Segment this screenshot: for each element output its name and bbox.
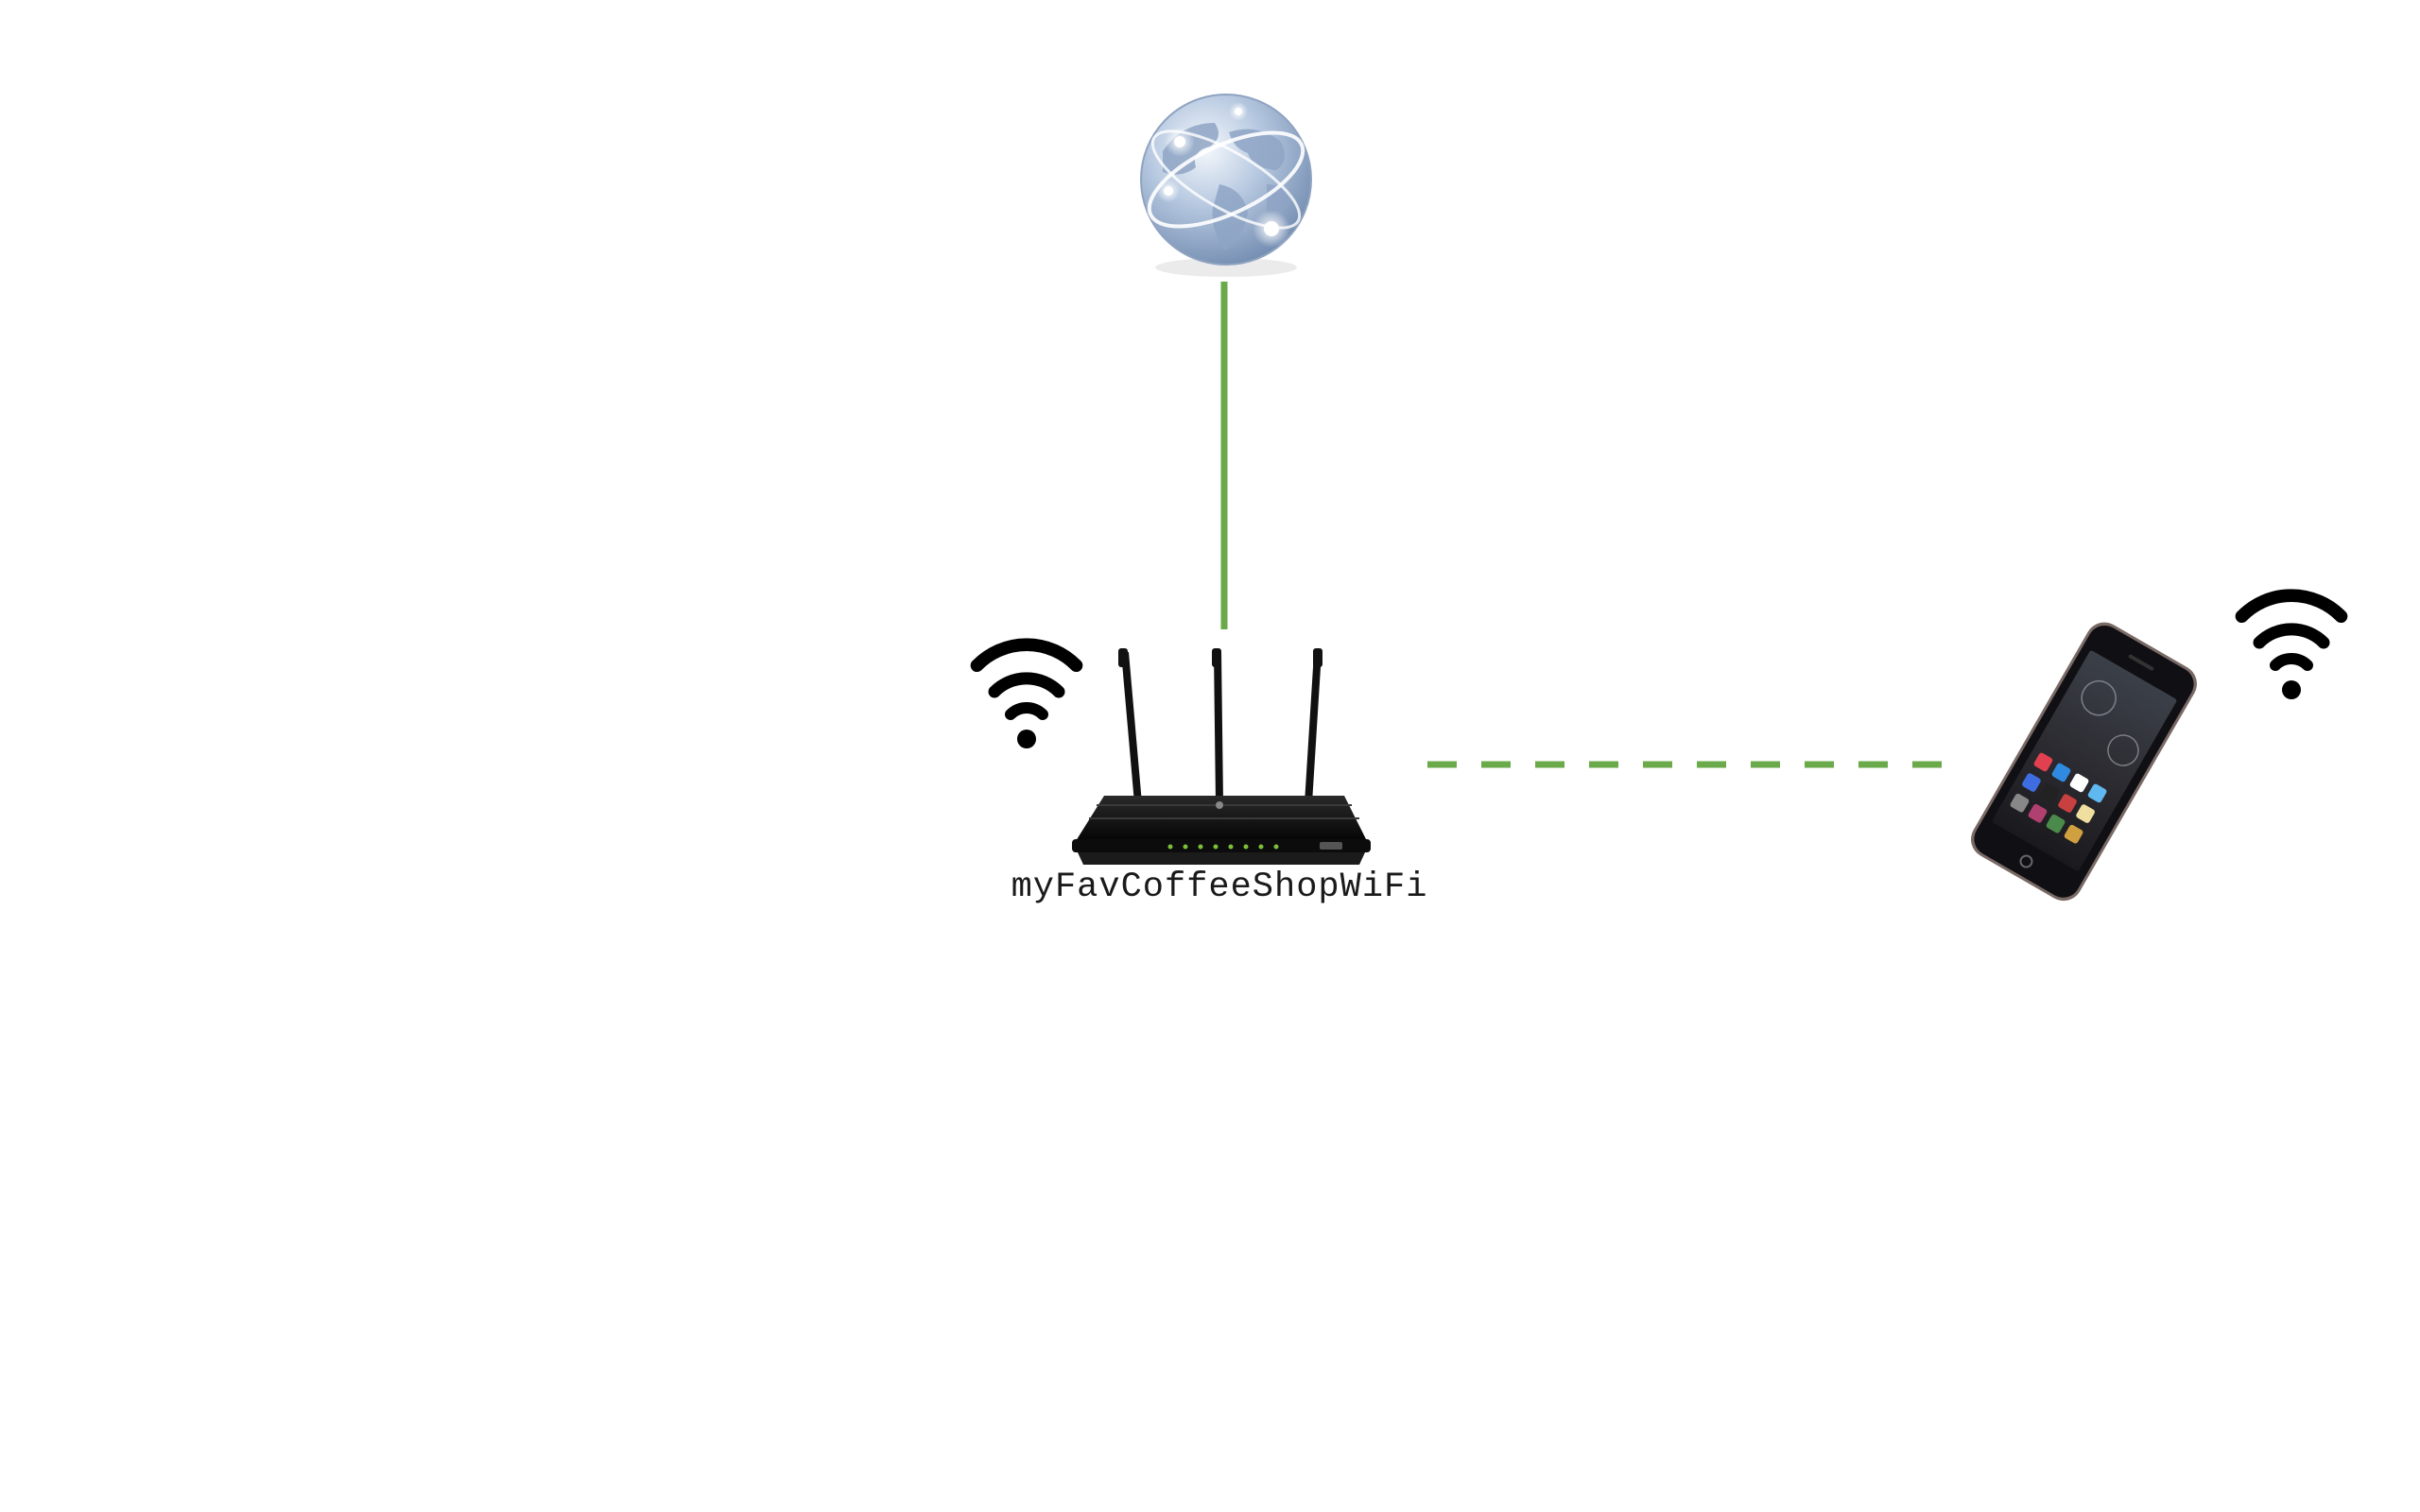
router-wifi-icon [970,638,1083,748]
smartphone-icon [1971,622,2197,902]
globe-icon [1140,94,1312,277]
router-ssid-label: myFavCoffeeShopWiFi [1011,868,1428,907]
phone-wifi-icon [2235,589,2348,699]
router-icon [1072,648,1371,865]
